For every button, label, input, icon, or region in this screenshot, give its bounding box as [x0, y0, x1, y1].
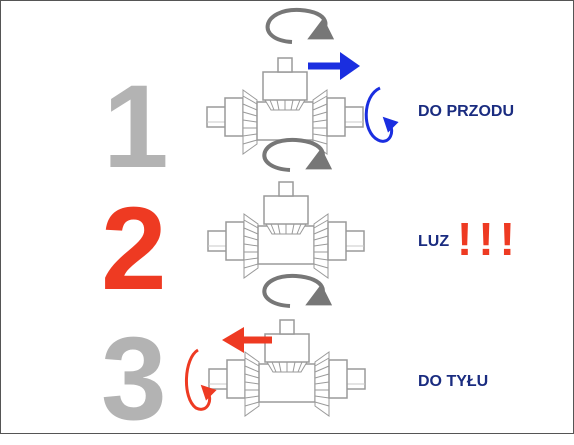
step-label-backlash: LUZ [418, 233, 450, 250]
top-rotation-arrow-1-icon [265, 7, 335, 44]
backward-arrow-icon [222, 327, 272, 353]
gearset-2 [207, 181, 365, 279]
side-rotation-forward-icon [364, 86, 399, 143]
exclamation-marks: !!! [457, 213, 521, 265]
step-number-1: 1 [103, 61, 169, 193]
top-rotation-arrow-2-icon [262, 137, 333, 172]
side-rotation-backward-icon [184, 348, 217, 411]
step-label-backward: DO TYŁU [418, 373, 489, 390]
top-rotation-arrow-3-icon [262, 273, 333, 308]
forward-arrow-icon [308, 52, 360, 80]
step-label-forward: DO PRZODU [418, 103, 514, 120]
gear-diagram [184, 7, 399, 417]
step-number-2: 2 [101, 183, 167, 315]
step-number-3: 3 [101, 313, 167, 445]
